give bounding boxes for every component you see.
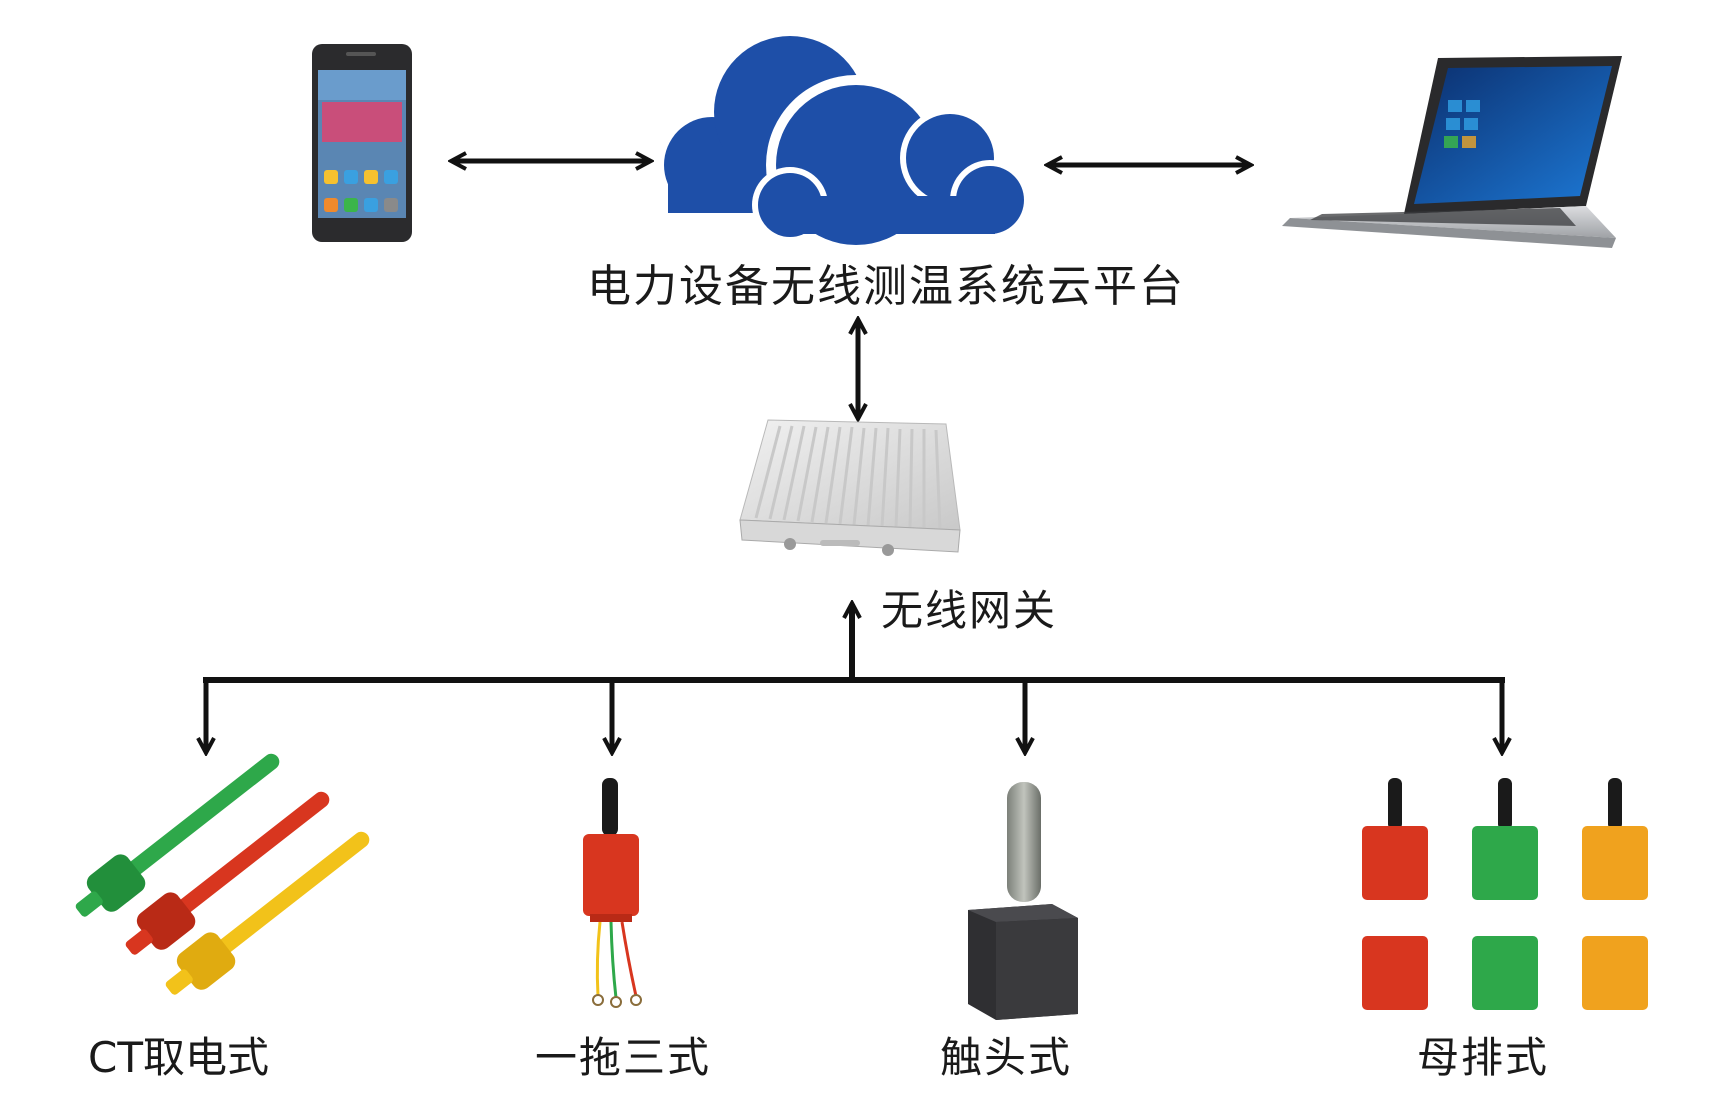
gateway-device-icon — [739, 419, 961, 556]
busbar-sensor-icon — [1362, 778, 1648, 1010]
smartphone-icon — [312, 44, 412, 242]
laptop-icon — [1282, 56, 1622, 248]
cloud-icon — [664, 36, 1030, 255]
sensor-label-ct: CT取电式 — [88, 1033, 269, 1082]
contact-sensor-icon — [968, 782, 1078, 1020]
gateway-label: 无线网关 — [881, 586, 1058, 635]
sensor-label-one-to-three: 一拖三式 — [535, 1033, 712, 1082]
one-to-three-sensor-icon — [583, 778, 642, 1008]
cloud-platform-label: 电力设备无线测温系统云平台 — [587, 261, 1185, 312]
sensor-label-busbar: 母排式 — [1417, 1033, 1550, 1082]
ct-sensor-icon — [75, 753, 370, 995]
sensor-label-contact: 触头式 — [940, 1033, 1073, 1082]
